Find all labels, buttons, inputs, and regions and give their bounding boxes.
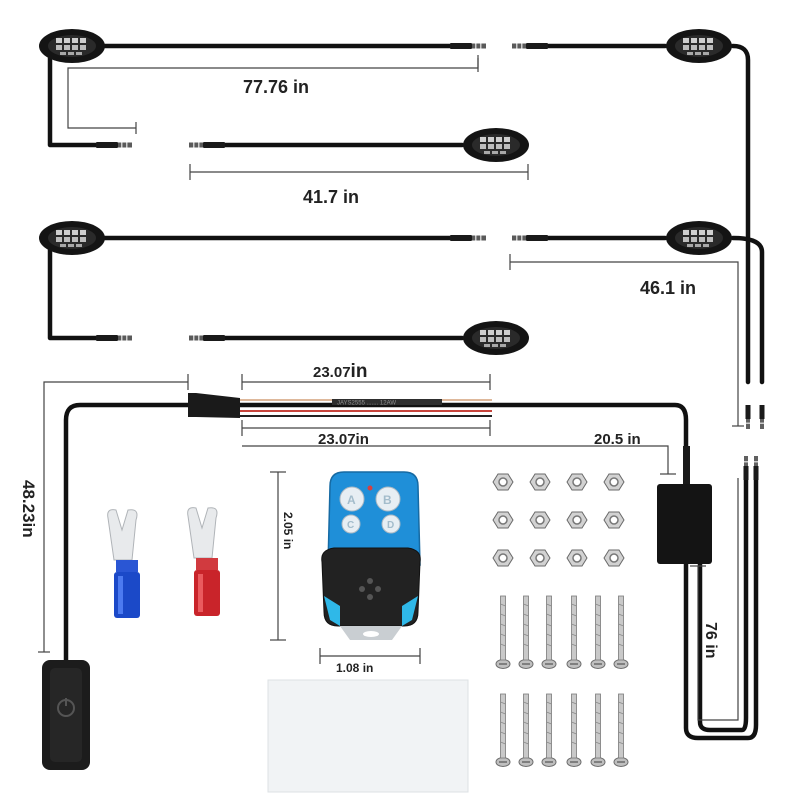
pod-light-3: [463, 128, 529, 162]
label-top-left-wire: 77.76 in: [243, 77, 309, 97]
pod-light-6: [463, 321, 529, 355]
svg-text:C: C: [347, 520, 354, 531]
screws: [495, 595, 629, 768]
label-remote-width: 1.08 in: [336, 661, 373, 675]
dimension-lines: [38, 55, 744, 721]
dim-line-right: [510, 261, 739, 426]
label-box-to-connector: 76 in: [702, 622, 719, 658]
wire-to-control-box: [237, 402, 689, 488]
wire-box-output: [683, 477, 759, 741]
remote-button-c[interactable]: [341, 514, 361, 534]
label-right-wire: 46.1 in: [640, 278, 696, 298]
dimension-labels: 77.76 in 41.7 in 46.1 in 23.07in 23.07in…: [19, 77, 719, 675]
rocker-switch: [42, 660, 90, 770]
svg-text:A: A: [347, 493, 356, 507]
harness-junction: [188, 393, 196, 417]
dim-line-control-box: [242, 445, 669, 474]
wire-top-left-loop: [47, 55, 99, 148]
wire-second-right-down: [730, 235, 765, 385]
spade-terminal-red: [187, 507, 220, 616]
wire-second-left-loop: [47, 247, 99, 341]
label-switch-wire: 48.23in: [19, 480, 38, 538]
harness-print: JAYS2555 ....... 12AW: [337, 401, 396, 407]
label-harness-lower: 23.07in: [318, 431, 369, 448]
pod-light-5: [666, 221, 732, 255]
wiring: [47, 43, 765, 741]
label-middle-wire: 41.7 in: [303, 187, 359, 207]
wire-top-right-down: [730, 43, 751, 385]
remote-button-b[interactable]: [375, 486, 401, 512]
pod-light-4: [39, 221, 105, 255]
adhesive-pad: [267, 679, 469, 793]
svg-text:B: B: [383, 493, 392, 507]
label-harness-upper: 23.07in: [313, 361, 367, 382]
harness-splitter: [196, 393, 240, 418]
harness-sleeve: [332, 399, 442, 405]
connector-top-left: [450, 43, 486, 49]
dim-line-switch: [43, 381, 188, 652]
connector-second-right: [512, 235, 548, 241]
label-control-box-wire: 20.5 in: [594, 431, 641, 448]
box-input-connector: [683, 446, 690, 486]
connector-pod4: [189, 335, 225, 341]
remote-control: A B C D: [321, 471, 421, 640]
connector-loop-2: [96, 335, 132, 341]
connector-vertical-2: [759, 405, 765, 429]
nuts: [492, 473, 625, 567]
dim-line-box-out: [697, 478, 739, 721]
control-box: [657, 484, 712, 564]
pod-light-1: [39, 29, 105, 63]
spade-terminal-blue: [107, 509, 140, 618]
connector-top-right: [512, 43, 548, 49]
remote-button-d[interactable]: [381, 514, 401, 534]
connector-vertical-4: [753, 456, 759, 480]
svg-text:D: D: [387, 520, 394, 531]
connector-vertical-3: [743, 456, 749, 480]
connector-vertical-1: [745, 405, 751, 429]
wire-box-output-2: [697, 477, 749, 733]
connector-loop-1: [96, 142, 132, 148]
wire-to-switch: [63, 402, 193, 668]
remote-button-a[interactable]: [339, 486, 365, 512]
connectors: JAYS2555 ....... 12AW: [96, 43, 765, 486]
label-remote-height: 2.05 in: [281, 512, 295, 549]
pod-lights: [39, 29, 732, 355]
pod-light-2: [666, 29, 732, 63]
connector-pod2: [189, 142, 225, 148]
connector-second-left: [450, 235, 486, 241]
